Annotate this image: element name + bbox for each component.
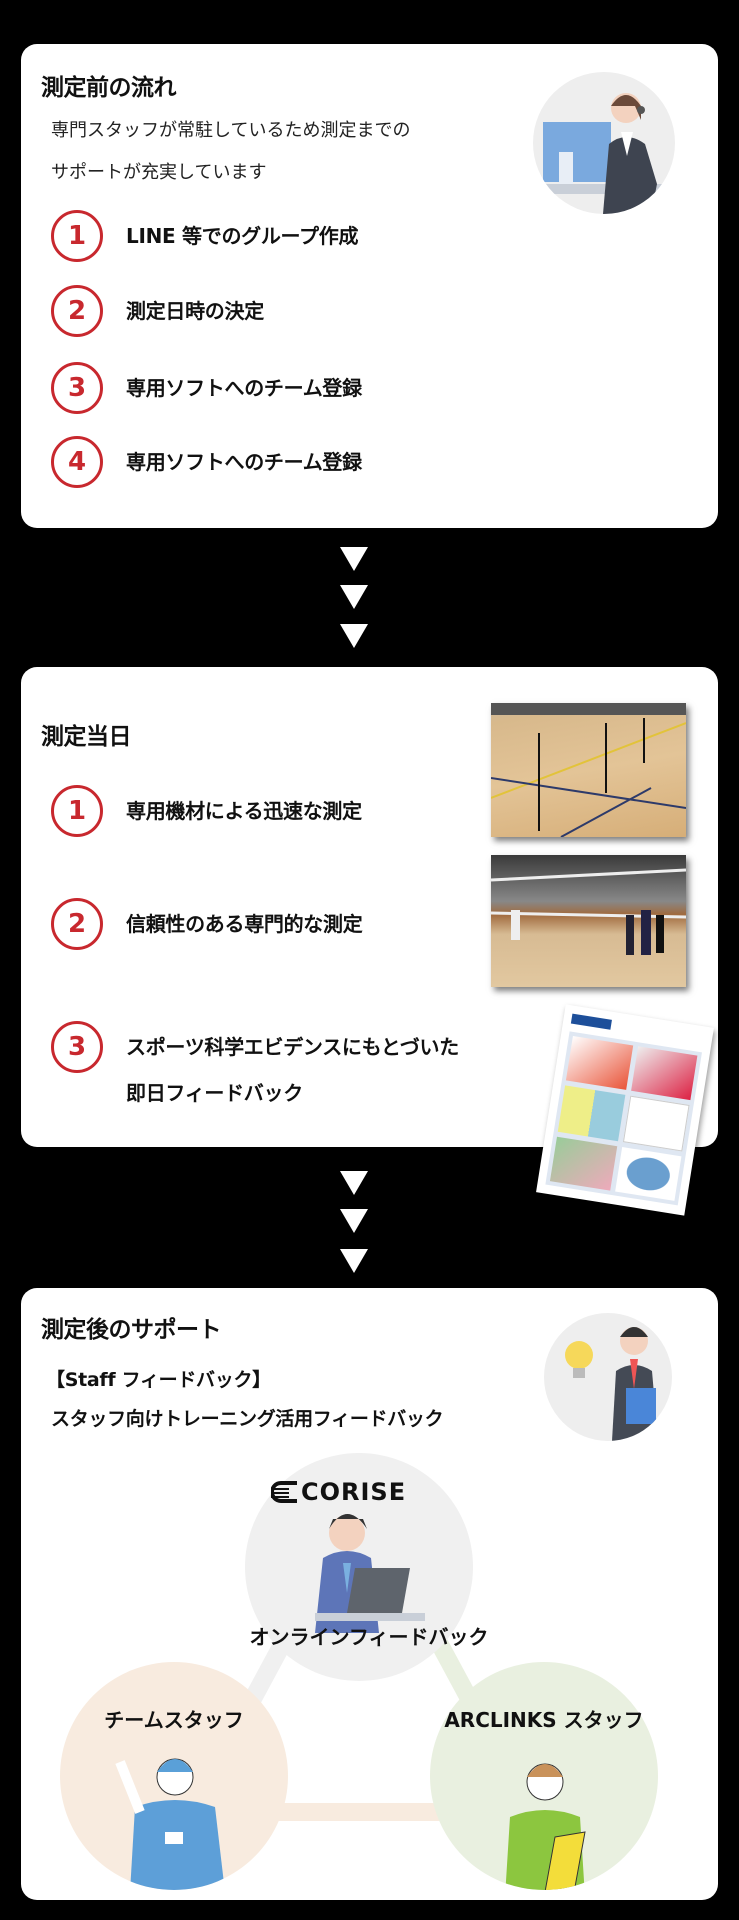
section-title: 測定当日 xyxy=(41,724,132,750)
online-feedback-label: オンラインフィードバック xyxy=(249,1625,489,1649)
down-arrow-icon xyxy=(340,1209,368,1233)
down-arrow-icon xyxy=(340,547,368,571)
corise-logo-icon xyxy=(271,1481,297,1503)
staff-description: スタッフ向けトレーニング活用フィードバック xyxy=(51,1408,444,1430)
step-number-3: 3 xyxy=(51,362,103,414)
step-number-4: 4 xyxy=(51,436,103,488)
step-number-2: 2 xyxy=(51,898,103,950)
feedback-report-image xyxy=(536,1004,714,1216)
step-label: 信頼性のある専門的な測定 xyxy=(126,912,363,936)
step-label: LINE 等でのグループ作成 xyxy=(126,224,359,248)
staff-heading: 【Staff フィードバック】 xyxy=(46,1369,271,1391)
step-number-2: 2 xyxy=(51,285,103,337)
down-arrow-icon xyxy=(340,1171,368,1195)
corise-logo: CORISE xyxy=(271,1478,406,1506)
team-staff-label: チームスタッフ xyxy=(104,1708,244,1732)
down-arrow-icon xyxy=(340,585,368,609)
down-arrow-icon xyxy=(340,624,368,648)
equipment-photo xyxy=(491,703,686,837)
team-staff-circle xyxy=(60,1662,288,1890)
step-label: スポーツ科学エビデンスにもとづいた 即日フィードバック xyxy=(126,1035,459,1105)
step-number-3: 3 xyxy=(51,1021,103,1073)
consultant-illustration xyxy=(544,1313,672,1441)
section-title: 測定後のサポート xyxy=(41,1317,222,1343)
step-number-1: 1 xyxy=(51,210,103,262)
step-number-1: 1 xyxy=(51,785,103,837)
down-arrow-icon xyxy=(340,1249,368,1273)
arclinks-staff-circle xyxy=(430,1662,658,1890)
online-feedback-circle xyxy=(245,1453,473,1681)
section-title: 測定前の流れ xyxy=(41,75,177,101)
post-measurement-card: 測定後のサポート 【Staff フィードバック】 スタッフ向けトレーニング活用フ… xyxy=(21,1288,718,1900)
step-label: 専用ソフトへのチーム登録 xyxy=(126,376,362,400)
step-label: 専用ソフトへのチーム登録 xyxy=(126,450,362,474)
before-measurement-card: 測定前の流れ 専門スタッフが常駐しているため測定までの サポートが充実しています… xyxy=(21,44,718,528)
operator-illustration xyxy=(533,72,675,214)
step-label: 測定日時の決定 xyxy=(126,299,264,323)
arclinks-staff-label: ARCLINKS スタッフ xyxy=(444,1708,644,1732)
testing-photo xyxy=(491,855,686,987)
step-label: 専用機材による迅速な測定 xyxy=(126,799,362,823)
description: 専門スタッフが常駐しているため測定までの サポートが充実しています xyxy=(51,120,411,183)
